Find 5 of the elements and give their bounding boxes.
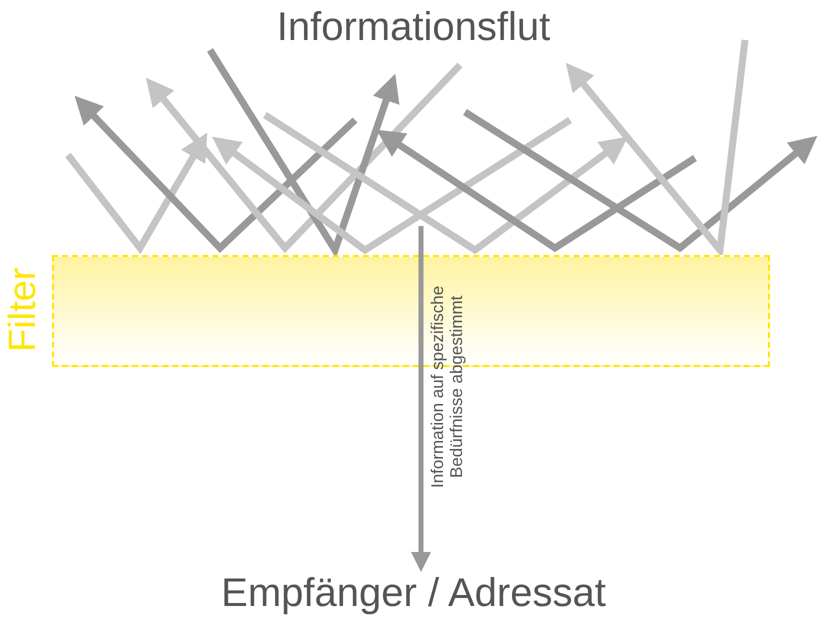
filter-label: Filter [2,266,44,354]
title: Informationsflut [276,4,552,50]
receiver-label: Empfänger / Adressat [0,570,827,616]
arrow [411,226,431,572]
edge-label: Information auf spezifische Bedürfnisse abgestimmt [428,284,466,490]
